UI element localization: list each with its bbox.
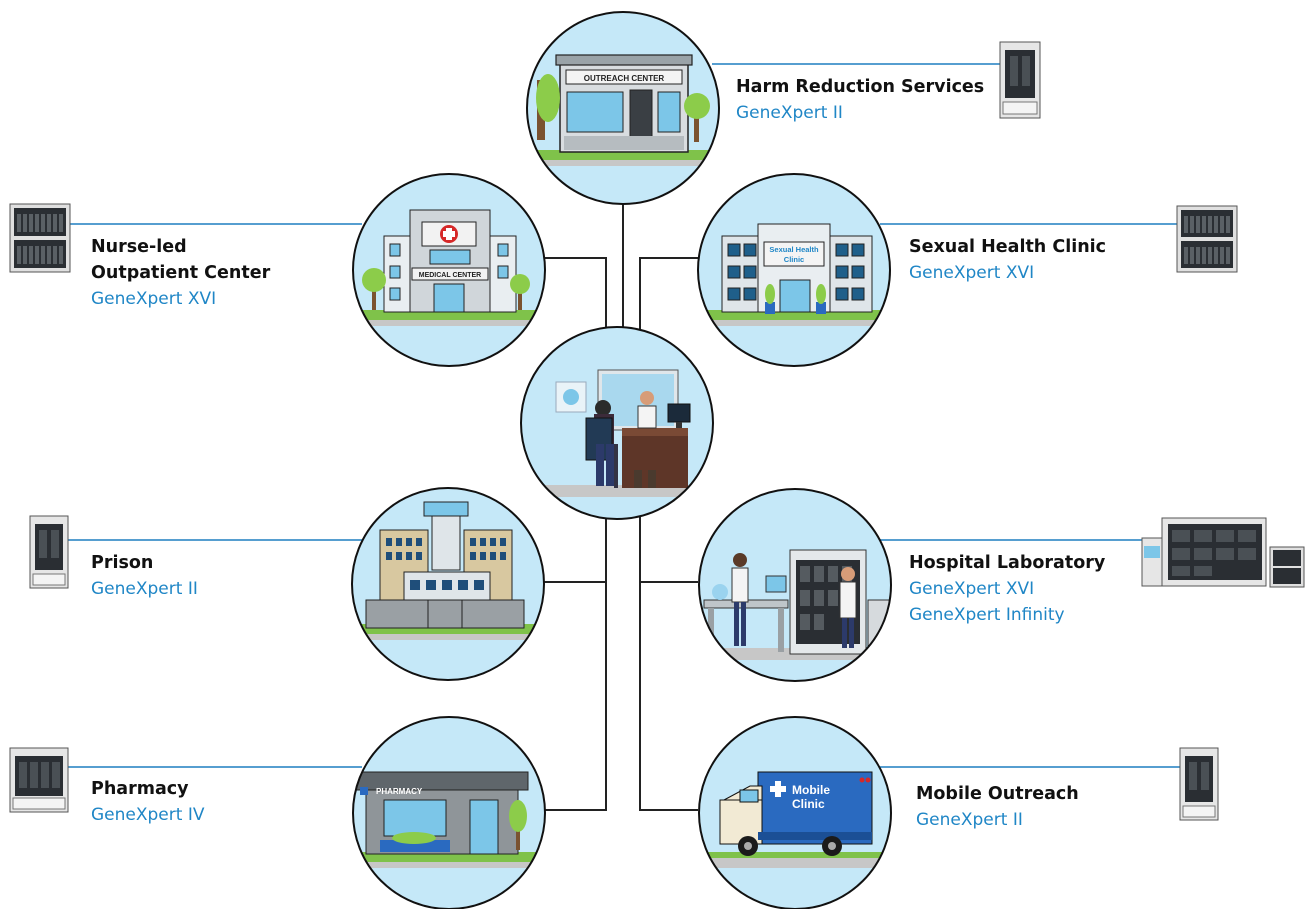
site-title-line2: Outpatient Center: [91, 263, 271, 283]
site-title: Pharmacy: [91, 779, 189, 799]
prison-building: [352, 501, 544, 640]
genexpert-xvi-icon: [9, 203, 71, 273]
sexual-health-building: Sexual Health Clinic: [698, 223, 890, 326]
mobile-clinic-sign-line2: Clinic: [792, 797, 825, 811]
site-title: Hospital Laboratory: [909, 553, 1106, 573]
device-name: GeneXpert II: [916, 810, 1023, 830]
medical-center-building: MEDICAL CENTER: [353, 209, 545, 326]
pharmacy-circle: PHARMACY: [352, 716, 546, 909]
genexpert-ii-icon: [999, 41, 1041, 119]
device-name: GeneXpert II: [91, 579, 198, 599]
harm-reduction-circle: OUTREACH CENTER: [526, 11, 720, 205]
pharmacy-label: Pharmacy GeneXpert IV: [91, 776, 204, 828]
device-name: GeneXpert IV: [91, 805, 205, 825]
sexual-health-sign-line2: Clinic: [784, 255, 804, 264]
mobile-clinic-van: Mobile Clinic: [699, 771, 891, 868]
hospital-lab-circle: [698, 488, 892, 682]
prison-label: Prison GeneXpert II: [91, 550, 198, 602]
device-name: GeneXpert XVI: [91, 289, 217, 309]
mobile-outreach-label: Mobile Outreach GeneXpert II: [916, 781, 1079, 833]
genexpert-infinity-icon: [1141, 517, 1267, 587]
doctor-consultation-scene: [528, 369, 712, 497]
hub-connector-lines: [544, 204, 698, 811]
hospital-lab-label: Hospital Laboratory GeneXpert XVI GeneXp…: [909, 550, 1105, 628]
device-name: GeneXpert XVI: [909, 263, 1035, 283]
site-title: Harm Reduction Services: [736, 77, 985, 97]
device-connector-lines: [68, 63, 1180, 768]
mobile-outreach-circle: Mobile Clinic: [698, 716, 892, 909]
site-title: Mobile Outreach: [916, 784, 1079, 804]
pharmacy-sign: PHARMACY: [376, 787, 423, 796]
prison-circle: [351, 487, 545, 681]
outreach-center-sign: OUTREACH CENTER: [584, 74, 665, 83]
harm-reduction-label: Harm Reduction Services GeneXpert II: [736, 74, 984, 126]
genexpert-xvi-icon: [1176, 205, 1238, 273]
nurse-led-label: Nurse-led Outpatient Center GeneXpert XV…: [91, 234, 270, 312]
device-name: GeneXpert II: [736, 103, 843, 123]
nurse-led-circle: MEDICAL CENTER: [352, 173, 546, 367]
medical-center-sign: MEDICAL CENTER: [419, 272, 481, 279]
outreach-center-building: OUTREACH CENTER: [527, 54, 719, 166]
sexual-health-sign-line1: Sexual Health: [769, 245, 819, 254]
mobile-clinic-sign-line1: Mobile: [792, 783, 830, 797]
center-consultation-circle: [520, 326, 714, 520]
device-name: GeneXpert XVI: [909, 579, 1035, 599]
genexpert-ii-icon: [29, 515, 69, 589]
pharmacy-building: PHARMACY: [353, 771, 545, 868]
hospital-lab-scene: [699, 549, 891, 660]
site-title: Sexual Health Clinic: [909, 237, 1107, 257]
sexual-health-circle: Sexual Health Clinic: [697, 173, 891, 367]
site-title-line1: Nurse-led: [91, 237, 187, 257]
site-title: Prison: [91, 553, 154, 573]
genexpert-iv-icon: [9, 747, 69, 813]
genexpert-ii-icon: [1179, 747, 1219, 821]
device-name: GeneXpert Infinity: [909, 605, 1065, 625]
sexual-health-label: Sexual Health Clinic GeneXpert XVI: [909, 234, 1106, 286]
genexpert-xvi-icon: [1269, 546, 1305, 588]
